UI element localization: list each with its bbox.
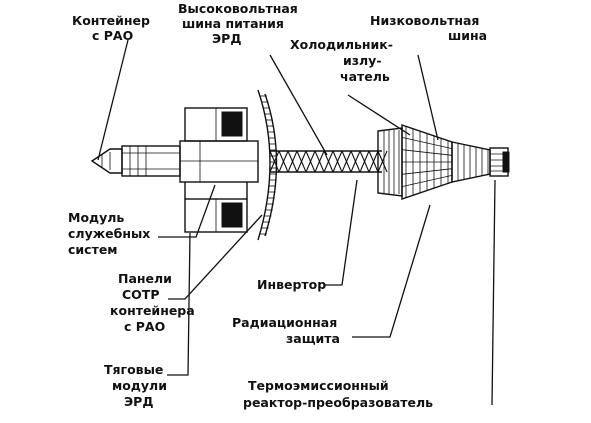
label-radiator: Холодильник- излу- чатель [290,37,397,84]
label-lv-bus: Низковольтная шина [370,13,487,43]
label-rao-container: Контейнер с РАО [72,13,154,43]
label-sotr-panels: Панели СОТР контейнера с РАО [110,271,199,334]
rao-container-body [121,145,181,177]
rao-container-nose [90,148,123,174]
label-reactor: Термоэмиссионный реактор-преобразователь [243,378,433,410]
label-thrust-modules: Тяговые модули ЭРД [104,362,171,409]
service-module [179,140,259,183]
label-radiation-shield: Радиационная защита [232,315,342,346]
label-service-module: Модуль служебных систем [68,210,155,257]
label-inverter: Инвертор [257,277,326,292]
truss-boom [269,150,388,173]
label-hv-bus: Высоковольтная шина питания ЭРД [178,1,302,46]
spacecraft-body [90,89,510,241]
radiator-cone [377,124,491,200]
reactor-converter [489,147,510,177]
leader-lines [97,39,496,406]
sotr-curved-panel [257,89,271,241]
